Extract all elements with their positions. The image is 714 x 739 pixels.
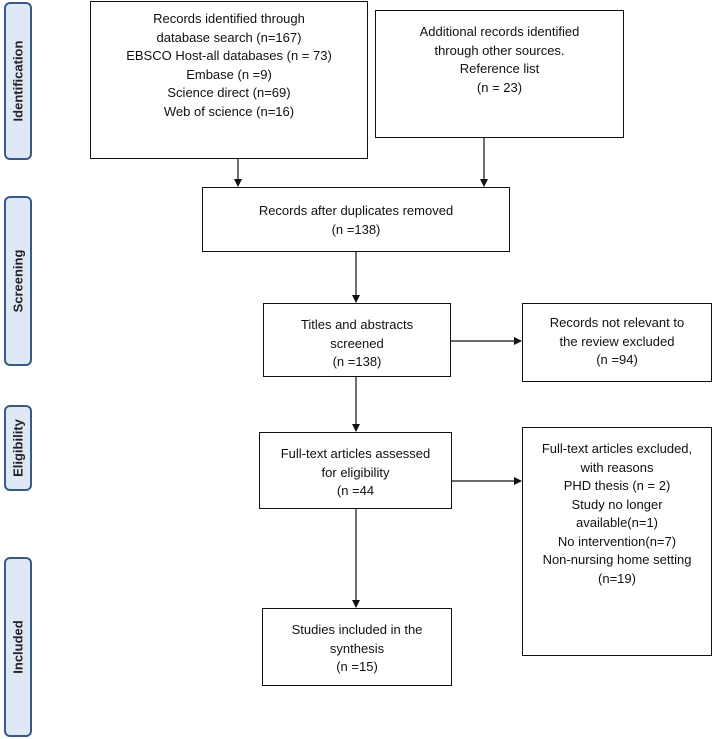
box-line: synthesis <box>329 640 385 656</box>
box-line: database search (n=167) <box>156 29 302 45</box>
box-line: (n =15) <box>336 659 378 674</box>
box-line: Records not relevant to <box>549 315 685 330</box>
box-line: with reasons <box>580 459 654 475</box>
phase-included: Included <box>4 557 32 737</box>
other-sources-box: Additional records identified through ot… <box>375 10 624 138</box>
box-line: (n=19) <box>598 570 636 586</box>
phase-screening: Screening <box>4 196 32 366</box>
box-line: No intervention(n=7) <box>557 533 677 549</box>
box-line: Reference list <box>459 61 540 76</box>
fulltext-assessed-box: Full-text articles assessed for eligibil… <box>259 432 452 509</box>
box-line: available(n=1) <box>575 515 659 530</box>
box-line: screened <box>330 335 384 351</box>
box-line: through other sources. <box>434 42 565 58</box>
studies-included-box: Studies included in the synthesis (n =15… <box>262 608 452 686</box>
phase-eligibility: Eligibility <box>4 405 32 491</box>
phase-identification: Identification <box>4 2 32 160</box>
box-line: Non-nursing home setting <box>542 552 692 567</box>
box-line: (n =138) <box>332 354 382 369</box>
box-line: Records identified through <box>153 11 305 26</box>
database-records-box: Records identified through database sear… <box>90 1 368 159</box>
box-line: EBSCO Host-all databases (n = 73) <box>126 48 332 63</box>
box-line: (n = 23) <box>476 79 523 95</box>
box-line: (n =138) <box>331 221 381 237</box>
box-line: Titles and abstracts <box>300 317 414 332</box>
box-line: PHD thesis (n = 2) <box>563 478 671 493</box>
box-line: (n =44 <box>336 483 375 498</box>
box-line: Study no longer <box>571 496 663 512</box>
box-line: Records after duplicates removed <box>258 203 454 218</box>
box-line: Full-text articles excluded, <box>541 441 693 456</box>
not-relevant-box: Records not relevant to the review exclu… <box>522 303 712 382</box>
box-line: for eligibility <box>321 464 390 480</box>
box-line: the review excluded <box>559 333 675 349</box>
box-line: Additional records identified <box>419 24 580 39</box>
box-line: Full-text articles assessed <box>280 446 431 461</box>
box-line: Embase (n =9) <box>186 66 272 82</box>
duplicates-removed-box: Records after duplicates removed (n =138… <box>202 187 510 252</box>
titles-screened-box: Titles and abstracts screened (n =138) <box>263 303 451 377</box>
box-line: Science direct (n=69) <box>167 85 291 100</box>
box-line: Web of science (n=16) <box>163 103 295 119</box>
box-line: Studies included in the <box>291 622 423 637</box>
fulltext-excluded-box: Full-text articles excluded, with reason… <box>522 427 712 656</box>
box-line: (n =94) <box>596 352 638 367</box>
